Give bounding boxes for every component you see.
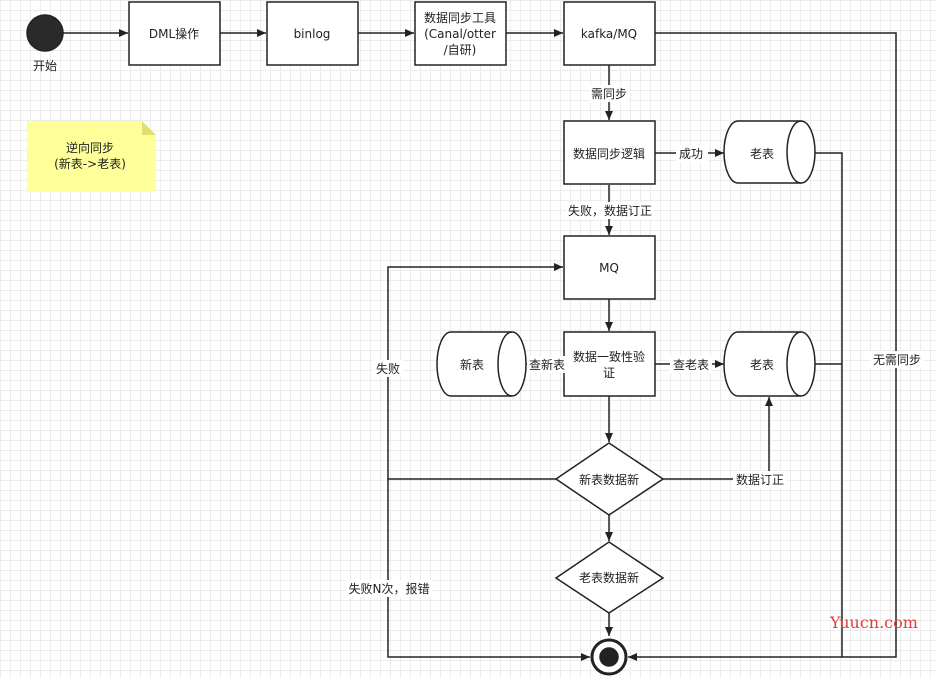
sync-tool-label-3: /自研)	[444, 43, 477, 57]
mq-label: MQ	[599, 261, 619, 275]
binlog-label: binlog	[294, 27, 331, 41]
edge-newer-correct	[663, 397, 773, 480]
sync-tool-box	[414, 1, 507, 66]
kafka-label: kafka/MQ	[581, 27, 637, 41]
old-table-top-cylinder	[723, 120, 816, 184]
new-table-label: 新表	[460, 357, 484, 372]
sync-logic-label: 数据同步逻辑	[573, 146, 645, 161]
sync-logic-box	[563, 120, 656, 185]
edge-label-check-old: 查老表	[673, 358, 709, 372]
edge-label-fail-n: 失败N次，报错	[349, 581, 430, 596]
edge-label-fail-correct: 失败，数据订正	[568, 203, 652, 218]
start-node	[26, 14, 64, 52]
verify-label-2: 证	[603, 366, 615, 380]
verify-box	[563, 331, 656, 397]
edge-label-data-correct: 数据订正	[736, 472, 784, 487]
note-sticky	[27, 121, 156, 192]
sync-tool-label-2: (Canal/otter	[424, 27, 496, 41]
new-newer-diamond	[554, 442, 665, 516]
new-newer-label: 新表数据新	[579, 472, 639, 487]
edge-label-need-sync: 需同步	[591, 87, 627, 101]
edge-label-fail: 失败	[376, 361, 400, 376]
watermark: Yuucn.com	[829, 613, 918, 632]
edge-failn-end	[387, 479, 590, 661]
old-table-mid-label: 老表	[750, 358, 774, 372]
edge-label-check-new: 查新表	[529, 357, 565, 372]
edge-label-no-sync: 无需同步	[873, 353, 921, 367]
kafka-box	[563, 1, 656, 66]
sync-tool-label-1: 数据同步工具	[424, 10, 496, 25]
end-node-inner	[599, 647, 619, 667]
binlog-box	[266, 1, 359, 66]
edge-oldtop-end	[815, 152, 843, 657]
old-table-top-label: 老表	[750, 147, 774, 161]
verify-label-1: 数据一致性验	[573, 349, 645, 364]
edge-kafka-nosync	[628, 32, 897, 661]
old-table-mid-cylinder	[723, 331, 816, 397]
dml-label: DML操作	[149, 26, 199, 41]
note-line-1: 逆向同步	[66, 140, 114, 155]
mq-box	[563, 235, 656, 300]
dml-box	[128, 1, 221, 66]
note-line-2: (新表->老表)	[54, 156, 126, 171]
new-table-cylinder	[436, 331, 527, 397]
old-newer-diamond	[554, 541, 665, 614]
old-newer-label: 老表数据新	[579, 570, 639, 585]
edge-label-success: 成功	[679, 147, 703, 161]
start-label: 开始	[33, 59, 57, 73]
